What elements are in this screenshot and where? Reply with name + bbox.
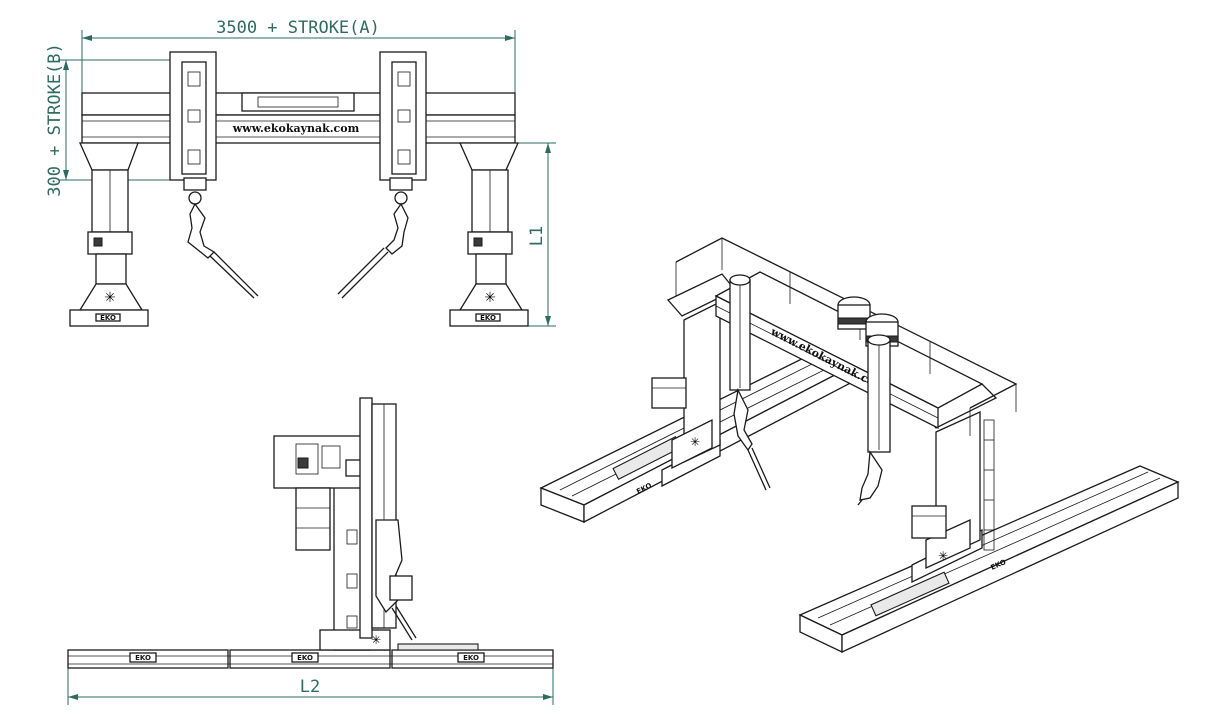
iso-back-control-box [651, 377, 687, 409]
iso-right-carriage [857, 334, 891, 506]
side-rail-logo-2: EKO [297, 654, 313, 662]
width-dimension-label: 3500 + STROKE(A) [216, 18, 380, 38]
front-right-carriage [337, 51, 427, 299]
l2-dimension-label: L2 [300, 677, 320, 697]
gear-icon: ✳ [104, 290, 116, 306]
front-left-base-logo: EKO [100, 314, 116, 322]
gear-icon: ✳ [690, 435, 700, 449]
width-dimension: 3500 + STROKE(A) [81, 18, 516, 100]
gear-icon: ✳ [484, 290, 496, 306]
front-gantry-beam [81, 114, 516, 144]
iso-front-control-box [911, 505, 947, 539]
front-right-base-logo: EKO [480, 314, 496, 322]
front-right-column: ✳ EKO [449, 142, 529, 327]
gear-icon: ✳ [938, 549, 948, 563]
l1-dimension-label: L1 [527, 226, 547, 246]
front-left-carriage [169, 51, 259, 299]
side-view: L2 EKO EKO EKO ✳ [67, 397, 554, 705]
side-vertical-carriage [359, 397, 417, 641]
iso-cable-reels [837, 296, 899, 347]
height-dimension-label: 300 + STROKE(B) [45, 43, 65, 197]
l1-dimension: L1 [500, 142, 556, 327]
iso-front-rail: EKO [798, 465, 1180, 654]
side-rail-logo-3: EKO [463, 654, 479, 662]
iso-back-column: ✳ [651, 273, 737, 488]
front-beam-website: www.ekokaynak.com [232, 122, 360, 135]
l2-dimension: L2 [67, 668, 554, 705]
iso-left-carriage [729, 274, 771, 491]
side-control-cabinet [273, 435, 371, 551]
gear-icon: ✳ [371, 633, 381, 647]
front-cable-tray [241, 92, 355, 112]
isometric-view: EKO EKO ✳ ✳ [539, 237, 1180, 654]
front-left-column: ✳ EKO [69, 142, 149, 327]
front-view: 3500 + STROKE(A) 300 + STROKE(B) L1 www.… [45, 18, 556, 327]
side-rails: EKO EKO EKO [67, 643, 554, 669]
side-rail-logo-1: EKO [135, 654, 151, 662]
